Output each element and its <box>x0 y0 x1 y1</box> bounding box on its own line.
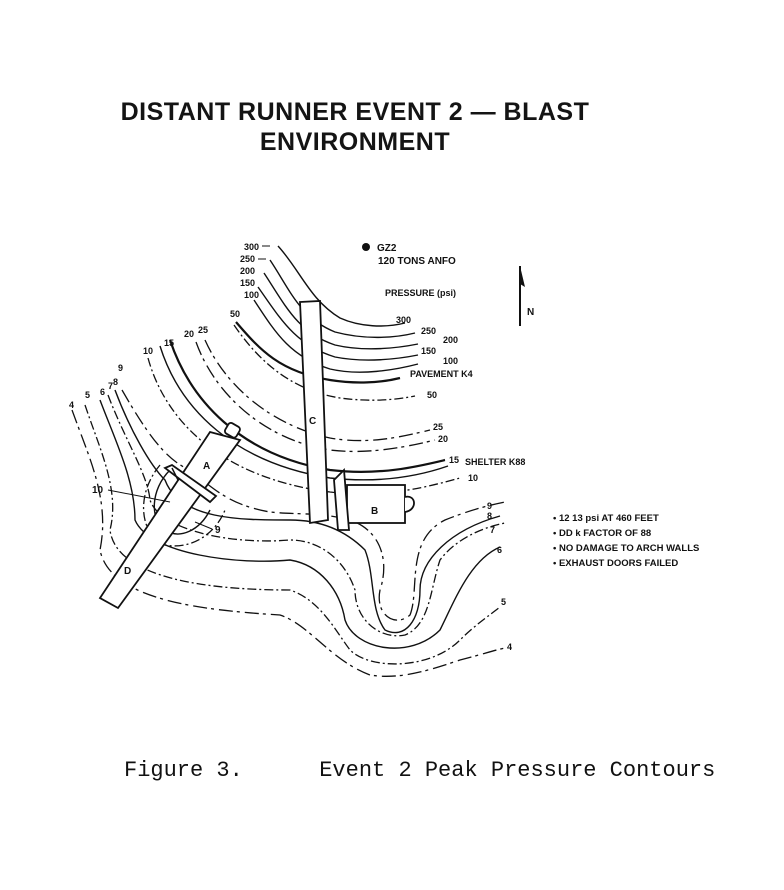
north-label: N <box>527 307 534 318</box>
label-4-right: 4 <box>507 642 512 652</box>
label-5-right: 5 <box>501 597 506 607</box>
structure-d-label: D <box>124 566 131 577</box>
pressure-heading: PRESSURE (psi) <box>385 288 456 298</box>
contour-200 <box>263 272 419 350</box>
label-6-right: 6 <box>497 545 502 555</box>
result-notes: • 12 13 psi AT 460 FEET • DD k FACTOR OF… <box>553 511 699 571</box>
label-300-left: 300 <box>244 242 259 252</box>
contour-4 <box>71 409 506 677</box>
shelter-label: SHELTER K88 <box>465 457 525 467</box>
contour-20 <box>195 341 436 453</box>
upper-left-labels: 300 250 200 150 100 50 <box>230 242 270 319</box>
note-item: • 12 13 psi AT 460 FEET <box>553 513 659 524</box>
label-8-right: 8 <box>487 511 492 521</box>
label-20-right: 20 <box>438 434 448 444</box>
contour-300 <box>277 245 406 327</box>
label-250-left: 250 <box>240 254 255 264</box>
contour-7 <box>107 394 506 637</box>
label-15-right: 15 <box>449 455 459 465</box>
label-300-right: 300 <box>396 315 411 325</box>
label-20-left: 20 <box>184 329 194 339</box>
callout-10: 10 <box>92 485 104 496</box>
high-pressure-contours <box>233 245 419 401</box>
label-100-left: 100 <box>244 290 259 300</box>
pavement-label: PAVEMENT K4 <box>410 369 473 379</box>
contour-5 <box>84 404 501 665</box>
contour-10 <box>147 357 461 495</box>
label-4-left: 4 <box>69 400 74 410</box>
label-200-left: 200 <box>240 266 255 276</box>
contour-local-9 <box>142 464 226 547</box>
label-100-right: 100 <box>443 356 458 366</box>
upper-right-labels: 300 250 200 150 100 PAVEMENT K4 50 25 20… <box>396 315 525 483</box>
structure-c: C <box>299 300 329 525</box>
lower-right-labels: 9 8 7 6 5 4 <box>487 501 512 652</box>
label-25-left: 25 <box>198 325 208 335</box>
label-25-right: 25 <box>433 422 443 432</box>
figure-title-line-2: ENVIRONMENT <box>259 128 451 156</box>
label-9-right: 9 <box>487 501 492 511</box>
caption-text: Event 2 Peak Pressure Contours <box>319 758 716 783</box>
structure-c-label: C <box>309 416 316 427</box>
label-10-left: 10 <box>143 346 153 356</box>
label-250-right: 250 <box>421 326 436 336</box>
structure-b: B <box>333 467 415 531</box>
caption-figure-number: Figure 3. <box>124 758 243 783</box>
label-150-right: 150 <box>421 346 436 356</box>
label-15-left: 15 <box>164 338 174 348</box>
contour-6 <box>99 399 501 649</box>
contour-50 <box>233 324 416 401</box>
left-labels: 4 5 6 7 8 9 10 15 20 25 <box>69 325 208 410</box>
label-8-left: 8 <box>113 377 118 387</box>
label-200-right: 200 <box>443 335 458 345</box>
contour-15 <box>159 345 449 481</box>
note-item: • NO DAMAGE TO ARCH WALLS <box>553 543 700 554</box>
ground-zero-label: GZ2 <box>377 243 397 254</box>
label-50-left: 50 <box>230 309 240 319</box>
note-item: • EXHAUST DOORS FAILED <box>553 558 679 569</box>
label-6-left: 6 <box>100 387 105 397</box>
label-7-right: 7 <box>490 525 495 535</box>
shelter-outline-arc <box>168 339 446 473</box>
structure-a-d: A D <box>98 422 242 610</box>
north-arrow: N <box>519 266 534 326</box>
label-10-right: 10 <box>468 473 478 483</box>
low-pressure-contours <box>71 389 506 677</box>
callout-9: 9 <box>215 525 221 536</box>
figure-title-line-1: DISTANT RUNNER EVENT 2 — BLAST <box>120 98 590 126</box>
ground-zero-icon <box>362 243 370 251</box>
structure-a-label: A <box>203 461 210 472</box>
structure-b-label: B <box>371 506 378 517</box>
contour-100 <box>253 299 419 373</box>
note-item: • DD k FACTOR OF 88 <box>553 528 652 539</box>
label-9-left: 9 <box>118 363 123 373</box>
ground-zero-marker: GZ2 120 TONS ANFO PRESSURE (psi) <box>362 243 456 298</box>
label-7-left: 7 <box>108 381 113 391</box>
charge-label: 120 TONS ANFO <box>378 256 456 267</box>
contour-150 <box>257 286 419 361</box>
label-50-right: 50 <box>427 390 437 400</box>
label-150-left: 150 <box>240 278 255 288</box>
figure-caption: Figure 3. Event 2 Peak Pressure Contours <box>124 758 715 783</box>
label-5-left: 5 <box>85 390 90 400</box>
contour-8 <box>114 389 501 634</box>
pavement-edge <box>235 321 401 384</box>
callouts: 10 9 <box>92 485 221 536</box>
contour-250 <box>269 259 416 339</box>
